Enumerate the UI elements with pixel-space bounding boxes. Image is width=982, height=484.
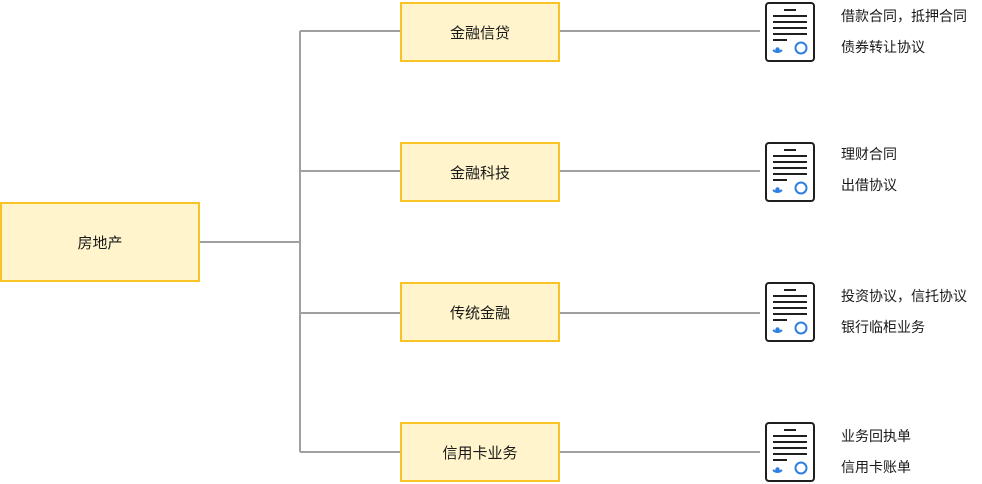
root-node: 房地产 (0, 202, 200, 282)
document-label: 业务回执单 (841, 429, 911, 445)
root-node-label: 房地产 (77, 233, 123, 252)
document-label: 信用卡账单 (841, 460, 911, 476)
contract-document-icon (765, 282, 815, 342)
branch-node-label: 金融信贷 (449, 23, 510, 42)
document-label: 出借协议 (841, 178, 897, 194)
document-label: 投资协议，信托协议 (841, 289, 967, 305)
contract-document-icon (765, 142, 815, 202)
document-label: 借款合同，抵押合同 (841, 9, 967, 25)
branch-node-4: 信用卡业务 (400, 422, 560, 482)
document-label: 债券转让协议 (841, 40, 925, 56)
branch-node-label: 传统金融 (449, 303, 510, 322)
branch-node-1: 金融信贷 (400, 2, 560, 62)
document-label: 理财合同 (841, 147, 897, 163)
branch-node-2: 金融科技 (400, 142, 560, 202)
branch-node-label: 信用卡业务 (442, 443, 518, 462)
contract-document-icon (765, 422, 815, 482)
contract-document-icon (765, 2, 815, 62)
document-label: 银行临柜业务 (841, 320, 925, 336)
branch-node-label: 金融科技 (449, 163, 510, 182)
branch-node-3: 传统金融 (400, 282, 560, 342)
